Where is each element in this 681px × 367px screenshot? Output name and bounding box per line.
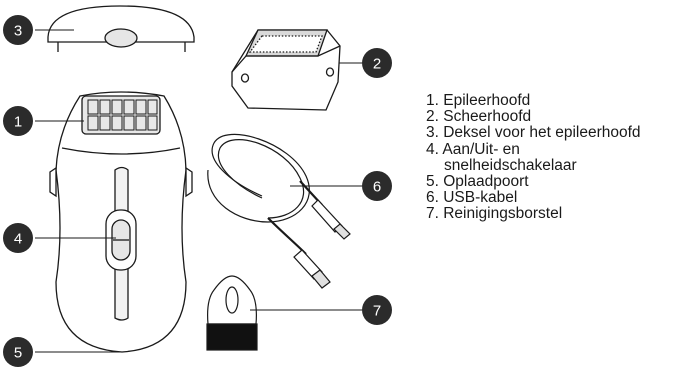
callout-1: 1 [3, 106, 33, 136]
legend-item-2: 2. Scheerhoofd [426, 109, 641, 125]
callout-1-number: 1 [14, 114, 22, 131]
legend-item-7: 7. Reinigingsborstel [426, 206, 641, 222]
parts-legend: 1. Epileerhoofd 2. Scheerhoofd 3. Deksel… [426, 93, 641, 223]
legend-item-4-continued: snelheidschakelaar [426, 158, 641, 174]
legend-item-6: 6. USB-kabel [426, 190, 641, 206]
usb-cable [208, 134, 350, 288]
shaver-head [232, 30, 340, 110]
callout-7-number: 7 [373, 303, 381, 320]
callout-4: 4 [3, 223, 33, 253]
legend-item-4: 4. Aan/Uit- en [426, 142, 641, 158]
legend-item-3: 3. Deksel voor het epileerhoofd [426, 125, 641, 141]
callout-6: 6 [362, 171, 392, 201]
legend-item-5: 5. Oplaadpoort [426, 174, 641, 190]
callout-5: 5 [3, 337, 33, 367]
callout-2-number: 2 [373, 56, 381, 73]
callout-7: 7 [362, 295, 392, 325]
callout-4-number: 4 [14, 231, 22, 248]
cleaning-brush [207, 276, 257, 350]
callout-3-number: 3 [14, 23, 22, 40]
epilator-head-cover [48, 6, 194, 52]
epilator-body [50, 92, 192, 352]
callout-5-number: 5 [14, 345, 22, 362]
legend-item-1: 1. Epileerhoofd [426, 93, 641, 109]
callout-3: 3 [3, 15, 33, 45]
callout-6-number: 6 [373, 179, 381, 196]
callout-2: 2 [362, 48, 392, 78]
